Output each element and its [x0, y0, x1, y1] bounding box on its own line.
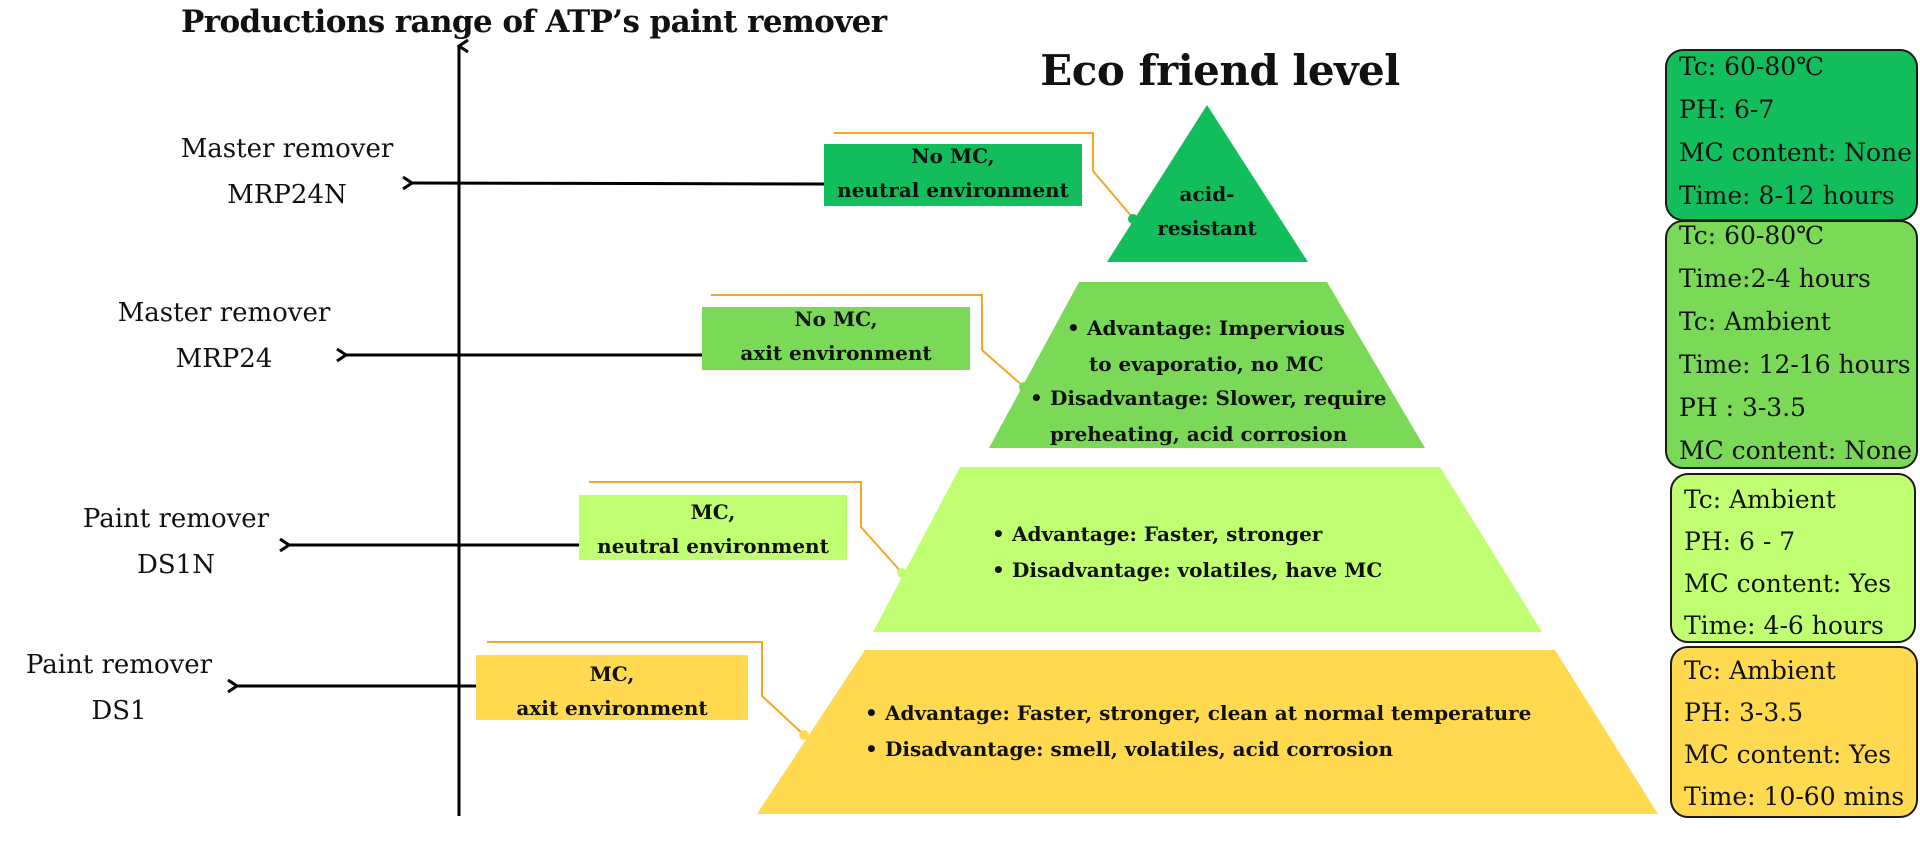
env-box-bg-4	[476, 655, 748, 720]
env-type: neutral environment	[597, 534, 829, 558]
product-arrow-1	[412, 183, 825, 184]
spec-mc-content: MC content: None	[1679, 138, 1913, 167]
spec-time: Time: 12-16 hours	[1679, 350, 1911, 379]
connector-line-1	[834, 132, 1134, 219]
disadvantage-text: Disadvantage: smell, volatiles, acid cor…	[885, 737, 1393, 761]
spec-temperature: Tc: Ambient	[1684, 485, 1836, 514]
pyramid-tier-2	[989, 282, 1425, 448]
pyramid-tier-3	[873, 467, 1542, 632]
env-box-bg-1	[824, 144, 1082, 206]
advantage-text-cont: to evaporatio, no MC	[1089, 352, 1324, 376]
product-name: Paint remover	[82, 504, 270, 534]
product-name: Master remover	[180, 134, 394, 164]
env-label-2: No MC, axit environment	[702, 302, 970, 370]
env-label-3: MC, neutral environment	[579, 494, 847, 564]
product-name: Paint remover	[25, 650, 213, 680]
product-code: DS1N	[137, 550, 215, 580]
connector-line-2	[711, 294, 1025, 388]
env-mc: MC,	[690, 500, 736, 524]
product-name: Master remover	[117, 298, 331, 328]
spec-temperature: Tc: 60-80℃	[1679, 52, 1825, 81]
disadvantage-text: Disadvantage: volatiles, have MC	[1012, 558, 1383, 582]
spec-time: Time:2-4 hours	[1679, 264, 1871, 293]
spec-mc-content: MC content: None	[1679, 436, 1913, 465]
disadvantage-item: •Disadvantage: Slower, require	[1030, 386, 1387, 410]
product-code: MRP24	[175, 344, 273, 374]
connector-line-3	[589, 481, 903, 574]
spec-box-2: Tc: 60-80℃ Time:2-4 hours Tc: Ambient Ti…	[1665, 220, 1918, 469]
env-mc: MC,	[589, 662, 635, 686]
spec-temperature: Tc: Ambient	[1679, 307, 1831, 336]
advantage-text: Advantage: Faster, stronger, clean at no…	[885, 701, 1532, 725]
tier-4-text: •Advantage: Faster, stronger, clean at n…	[865, 695, 1531, 767]
tier-2-text-disadvantage: •Disadvantage: Slower, require preheatin…	[1030, 380, 1387, 452]
connector-dot-4	[799, 730, 809, 740]
env-type: neutral environment	[837, 178, 1069, 202]
connector-line-4	[487, 641, 805, 736]
advantage-item: •Advantage: Faster, stronger, clean at n…	[865, 701, 1532, 725]
disadvantage-text-cont: preheating, acid corrosion	[1050, 422, 1348, 446]
product-label-ds1n: Paint remover DS1N	[56, 496, 296, 588]
disadvantage-item: •Disadvantage: smell, volatiles, acid co…	[865, 737, 1393, 761]
tier-1-line: acid-	[1179, 182, 1235, 206]
disadvantage-item: •Disadvantage: volatiles, have MC	[992, 558, 1383, 582]
spec-time: Time: 4-6 hours	[1684, 611, 1884, 640]
spec-ph: PH: 3-3.5	[1684, 698, 1804, 727]
spec-mc-content: MC content: Yes	[1684, 740, 1892, 769]
pyramid-tier-1	[1107, 105, 1308, 262]
spec-box-3: Tc: Ambient PH: 6 - 7 MC content: Yes Ti…	[1670, 473, 1916, 643]
tier-3-text: •Advantage: Faster, stronger •Disadvanta…	[992, 516, 1382, 588]
spec-time: Time: 8-12 hours	[1679, 181, 1895, 210]
product-code: DS1	[91, 696, 147, 726]
advantage-text: Advantage: Impervious	[1087, 316, 1345, 340]
spec-ph: PH: 6 - 7	[1684, 527, 1796, 556]
product-label-ds1: Paint remover DS1	[0, 642, 238, 734]
env-mc: No MC,	[911, 144, 995, 168]
env-box-bg-3	[579, 495, 847, 560]
env-mc: No MC,	[794, 307, 878, 331]
env-label-1: No MC, neutral environment	[824, 140, 1082, 206]
diagram-title: Productions range of ATP’s paint remover	[181, 4, 887, 40]
connector-dot-2	[1019, 382, 1029, 392]
tier-1-text: acid- resistant	[1127, 177, 1287, 245]
connector-dot-3	[897, 568, 907, 578]
tier-2-text: •Advantage: Impervious to evaporatio, no…	[1067, 310, 1345, 382]
pyramid-title: Eco friend level	[1040, 46, 1400, 95]
advantage-item: •Advantage: Faster, stronger	[992, 522, 1323, 546]
tier-1-line: resistant	[1157, 216, 1257, 240]
pyramid-tier-4	[757, 650, 1658, 814]
spec-time: Time: 10-60 mins	[1684, 782, 1905, 811]
advantage-text: Advantage: Faster, stronger	[1012, 522, 1323, 546]
spec-box-4: Tc: Ambient PH: 3-3.5 MC content: Yes Ti…	[1670, 646, 1918, 818]
spec-ph: PH: 6-7	[1679, 95, 1775, 124]
advantage-item: •Advantage: Impervious	[1067, 316, 1345, 340]
product-label-mrp24: Master remover MRP24	[104, 290, 344, 382]
spec-mc-content: MC content: Yes	[1684, 569, 1892, 598]
spec-temperature: Tc: 60-80℃	[1679, 221, 1825, 250]
spec-temperature: Tc: Ambient	[1684, 656, 1836, 685]
env-type: axit environment	[516, 696, 708, 720]
connector-dot-1	[1128, 214, 1138, 224]
env-label-4: MC, axit environment	[476, 656, 748, 726]
spec-box-1: Tc: 60-80℃ PH: 6-7 MC content: None Time…	[1665, 49, 1918, 221]
product-label-mrp24n: Master remover MRP24N	[167, 126, 407, 218]
spec-ph: PH : 3-3.5	[1679, 393, 1807, 422]
product-code: MRP24N	[227, 180, 347, 210]
disadvantage-text: Disadvantage: Slower, require	[1050, 386, 1387, 410]
env-box-bg-2	[702, 307, 970, 370]
env-type: axit environment	[740, 341, 932, 365]
